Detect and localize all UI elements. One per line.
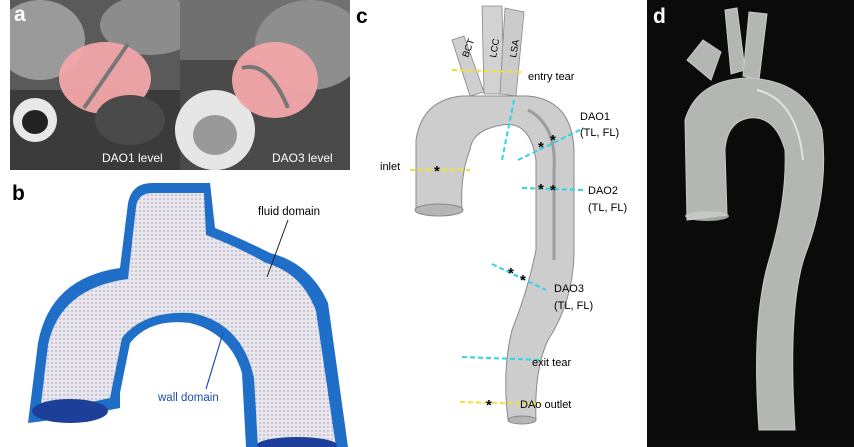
panel-label-c: c [356,6,368,27]
panel-label-a: a [14,4,26,25]
panel-a: DAO1 level DAO3 level a [10,0,350,170]
panel-d: d [647,0,854,447]
label-dao1-sub: (TL, FL) [580,127,619,139]
svg-text:*: * [538,139,544,156]
ct-image-dao3: DAO3 level [175,0,350,170]
label-inlet: inlet [380,161,400,173]
panel-c: * * * * * * * * BCT LCC LSA entry tear i… [352,0,644,447]
svg-text:*: * [550,182,556,199]
phantom-body [685,78,824,430]
printed-phantom-photo [647,0,854,447]
panel-b: fluid domain wall domain b [10,173,350,447]
ct-images: DAO1 level DAO3 level [10,0,350,170]
svg-text:*: * [486,397,492,414]
panel-label-b: b [12,183,25,204]
label-exit-tear: exit tear [532,357,571,369]
ct-image-dao1: DAO1 level [10,0,200,170]
label-dao2-sub: (TL, FL) [588,202,627,214]
svg-text:*: * [434,163,440,180]
wall-domain-label: wall domain [157,392,219,404]
label-dao2: DAO2 [588,185,618,197]
aorta-model: * * * * * * * * BCT LCC LSA entry tear i… [352,0,644,447]
svg-text:*: * [550,132,556,149]
svg-text:*: * [520,272,526,289]
mesh-model: fluid domain wall domain [10,173,350,447]
label-dao3-sub: (TL, FL) [554,300,593,312]
label-dao-outlet: DAo outlet [520,399,571,411]
panel-label-d: d [653,6,666,27]
label-dao1: DAO1 [580,111,610,123]
label-dao3: DAO3 [554,283,584,295]
svg-text:*: * [538,181,544,198]
svg-text:*: * [508,265,514,282]
ct-caption-dao1: DAO1 level [102,151,163,165]
label-entry-tear: entry tear [528,71,575,83]
ct-caption-dao3: DAO3 level [272,151,333,165]
fluid-domain-label: fluid domain [258,206,320,218]
